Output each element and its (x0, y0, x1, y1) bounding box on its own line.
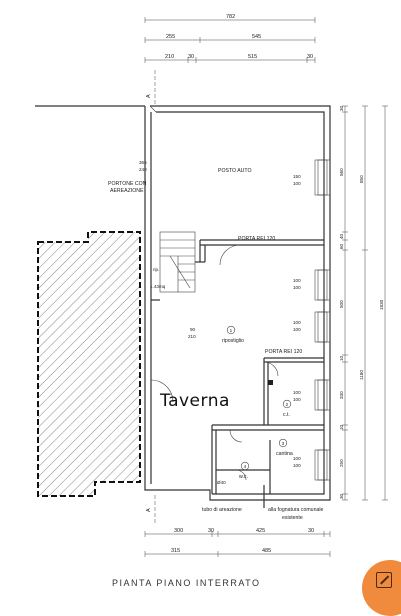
room-2-number: 2 (286, 402, 289, 407)
label-portone-line1: PORTONE CON (108, 181, 147, 187)
label-tubo: tubo di areazione (202, 507, 242, 513)
dim-right-10b: 10 (339, 424, 344, 430)
window-5-w: 100 (293, 456, 301, 461)
label-portone-line2: AEREAZIONE (110, 188, 144, 194)
room-4-circle (240, 461, 250, 471)
section-mark-bottom: A (146, 495, 156, 525)
label-porta-rei-2: PORTA REI 120 (265, 349, 302, 355)
section-label-top: A (146, 94, 152, 98)
bottom-dimensions: 300 30 425 30 315 485 (144, 528, 331, 557)
label-portone-height: 240 (139, 167, 147, 172)
staircase (159, 231, 196, 293)
dim-right-30b: 30 (339, 493, 344, 499)
top-dimensions: 782 255 545 210 30 515 30 (144, 14, 316, 63)
label-rip-area: 1.43mq (150, 284, 166, 289)
dim-right-850: 850 (359, 175, 364, 183)
hatched-area (37, 231, 141, 497)
section-label-bottom: A (146, 508, 152, 512)
label-cantina: cantina (276, 451, 293, 457)
label-rip: rip. (153, 267, 159, 272)
dim-right-330: 330 (339, 391, 344, 399)
label-ripo-door-w: 90 (190, 327, 196, 332)
dim-right-560: 560 (339, 168, 344, 176)
door-swings (150, 244, 279, 481)
dim-bottom-30a: 30 (208, 528, 214, 534)
dim-bottom-425: 425 (256, 528, 265, 534)
label-wc: w.c. (239, 474, 248, 480)
dim-top-210: 210 (165, 54, 174, 60)
window-4-w: 100 (293, 390, 301, 395)
dim-top-515: 515 (248, 54, 257, 60)
pillar (268, 380, 273, 385)
window-labels: 150 100 100 100 100 100 100 100 100 100 (293, 174, 301, 468)
window-3-h: 100 (293, 327, 301, 332)
dim-top-545: 545 (252, 34, 261, 40)
expand-icon[interactable] (376, 572, 392, 588)
dim-bottom-485: 485 (262, 548, 271, 554)
section-mark-top: A (146, 70, 156, 105)
dim-right-10a: 10 (339, 355, 344, 361)
dim-right-60: 60 (339, 243, 344, 249)
outer-walls (35, 105, 331, 501)
window-4-h: 100 (293, 397, 301, 402)
label-fogna-1: alla fognatura comunale (268, 507, 323, 513)
window-1-w: 150 (293, 174, 301, 179)
label-porta-rei-1: PORTA REI 120 (238, 236, 275, 242)
window-2-h: 100 (293, 285, 301, 290)
room-1-circle (226, 325, 236, 335)
window-2-w: 100 (293, 278, 301, 283)
dim-top-30a: 30 (188, 54, 194, 60)
window-5-h: 100 (293, 463, 301, 468)
floor-plan: 782 255 545 210 30 515 30 A A (35, 14, 388, 588)
dim-right-1180: 1180 (359, 370, 364, 380)
dim-bottom-315: 315 (171, 548, 180, 554)
windows (314, 159, 331, 481)
dim-right-40: 40 (339, 233, 344, 239)
room-4-number: 4 (244, 464, 247, 469)
label-portone-width: 365 (139, 160, 147, 165)
plan-caption: PIANTA PIANO INTERRATO (112, 578, 261, 588)
dim-bottom-300: 300 (174, 528, 183, 534)
window-1-h: 100 (293, 181, 301, 186)
dim-right-1830: 1830 (379, 299, 384, 310)
dim-top-30b: 30 (307, 54, 313, 60)
label-taverna: Taverna (159, 391, 230, 411)
room-labels: POSTO AUTO PORTONE CON AEREAZIONE 365 24… (108, 160, 323, 521)
dim-right-250: 250 (339, 459, 344, 467)
label-ripo-door-h: 210 (188, 334, 196, 339)
label-fogna-2: esistente (282, 515, 303, 521)
dim-right-500: 500 (339, 300, 344, 308)
dim-right-30a: 30 (339, 105, 344, 111)
label-ct: c.t. (283, 412, 290, 418)
right-dimensions: 30 560 40 60 500 10 330 10 250 30 850 11… (339, 105, 388, 501)
room-3-number: 3 (282, 441, 285, 446)
room-3-circle (278, 438, 288, 448)
interior-walls (151, 239, 324, 494)
room-1-number: 1 (230, 328, 233, 333)
label-ripostiglio: ripostiglio (222, 338, 244, 344)
dim-top-255: 255 (166, 34, 175, 40)
label-phi: Ø40 (217, 480, 226, 485)
window-3-w: 100 (293, 320, 301, 325)
label-posto-auto: POSTO AUTO (218, 168, 252, 174)
dim-top-total: 782 (226, 14, 235, 20)
dim-bottom-30b: 30 (308, 528, 314, 534)
room-2-circle (282, 399, 292, 409)
